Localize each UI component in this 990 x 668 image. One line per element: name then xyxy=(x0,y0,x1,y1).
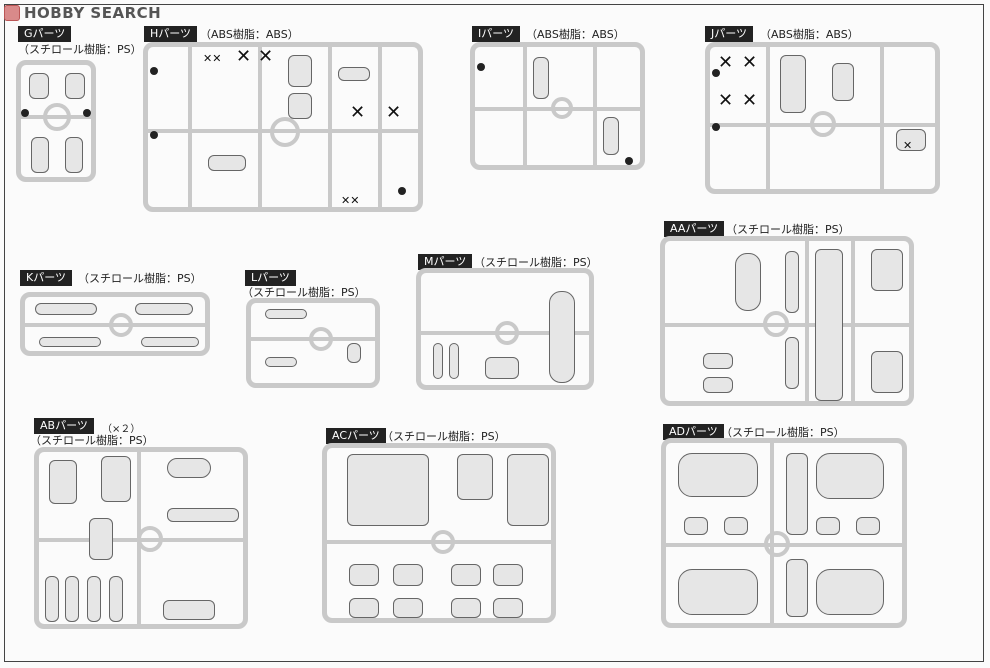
sprue-l-material: （スチロール樹脂：PS） xyxy=(242,286,366,299)
sprue-ac-material: （スチロール樹脂：PS） xyxy=(382,430,506,443)
sprue-j-frame xyxy=(705,42,940,194)
sprue-ab-material: （スチロール樹脂：PS） xyxy=(30,434,154,447)
sprue-m-material: （スチロール樹脂：PS） xyxy=(474,256,598,269)
hobby-search-logo-icon xyxy=(4,5,20,21)
sprue-ab-label: ABパーツ xyxy=(34,418,94,434)
sprue-ad-material: （スチロール樹脂：PS） xyxy=(721,426,845,439)
sprue-l-frame xyxy=(246,298,380,388)
brand-name: HOBBY SEARCH xyxy=(24,4,162,22)
sprue-m-label: Mパーツ xyxy=(418,254,473,270)
sprue-ad-label: ADパーツ xyxy=(663,424,724,440)
sprue-aa-frame xyxy=(660,236,914,406)
sprue-k-material: （スチロール樹脂：PS） xyxy=(78,272,202,285)
cross-mark-icon: ✕ xyxy=(903,139,913,152)
sprue-g-frame xyxy=(16,60,96,182)
sprue-m-frame xyxy=(416,268,594,390)
cross-mark-icon: ✕ xyxy=(258,46,274,67)
cross-mark-icon: ✕ xyxy=(742,52,758,73)
sprue-h-label: Hパーツ xyxy=(144,26,198,42)
sprue-k-frame xyxy=(20,292,210,356)
cross-mark-icon: ✕ xyxy=(386,102,402,123)
sprue-h-material: （ABS樹脂：ABS） xyxy=(200,28,299,41)
sprue-i-label: Iパーツ xyxy=(472,26,521,42)
sprue-ac-frame xyxy=(322,443,556,623)
sprue-j-material: （ABS樹脂：ABS） xyxy=(760,28,859,41)
sprue-g-material: （スチロール樹脂：PS） xyxy=(18,43,142,56)
cross-mark-icon: ✕ xyxy=(718,52,734,73)
sprue-ac-label: ACパーツ xyxy=(326,428,386,444)
sprue-i-material: （ABS樹脂：ABS） xyxy=(526,28,625,41)
cross-mark-icon: ✕ xyxy=(236,46,252,67)
sprue-ab-frame xyxy=(34,447,248,629)
cross-mark-icon: ✕✕ xyxy=(341,194,360,207)
cross-mark-icon: ✕✕ xyxy=(203,52,222,65)
cross-mark-icon: ✕ xyxy=(718,90,734,111)
sprue-h-frame xyxy=(143,42,423,212)
sprue-aa-label: AAパーツ xyxy=(664,221,725,237)
cross-mark-icon: ✕ xyxy=(742,90,758,111)
page-frame xyxy=(4,4,984,662)
brand-logo: HOBBY SEARCH xyxy=(4,2,161,24)
sprue-l-label: Lパーツ xyxy=(245,270,296,286)
sprue-ad-frame xyxy=(661,438,907,628)
sprue-k-label: Kパーツ xyxy=(20,270,72,286)
sprue-ab-multiplier: （×２） xyxy=(102,424,141,435)
sprue-aa-material: （スチロール樹脂：PS） xyxy=(726,223,850,236)
sprue-j-label: Jパーツ xyxy=(705,26,754,42)
cross-mark-icon: ✕ xyxy=(350,102,366,123)
sprue-i-frame xyxy=(470,42,645,170)
sprue-g-label: Gパーツ xyxy=(18,26,72,42)
